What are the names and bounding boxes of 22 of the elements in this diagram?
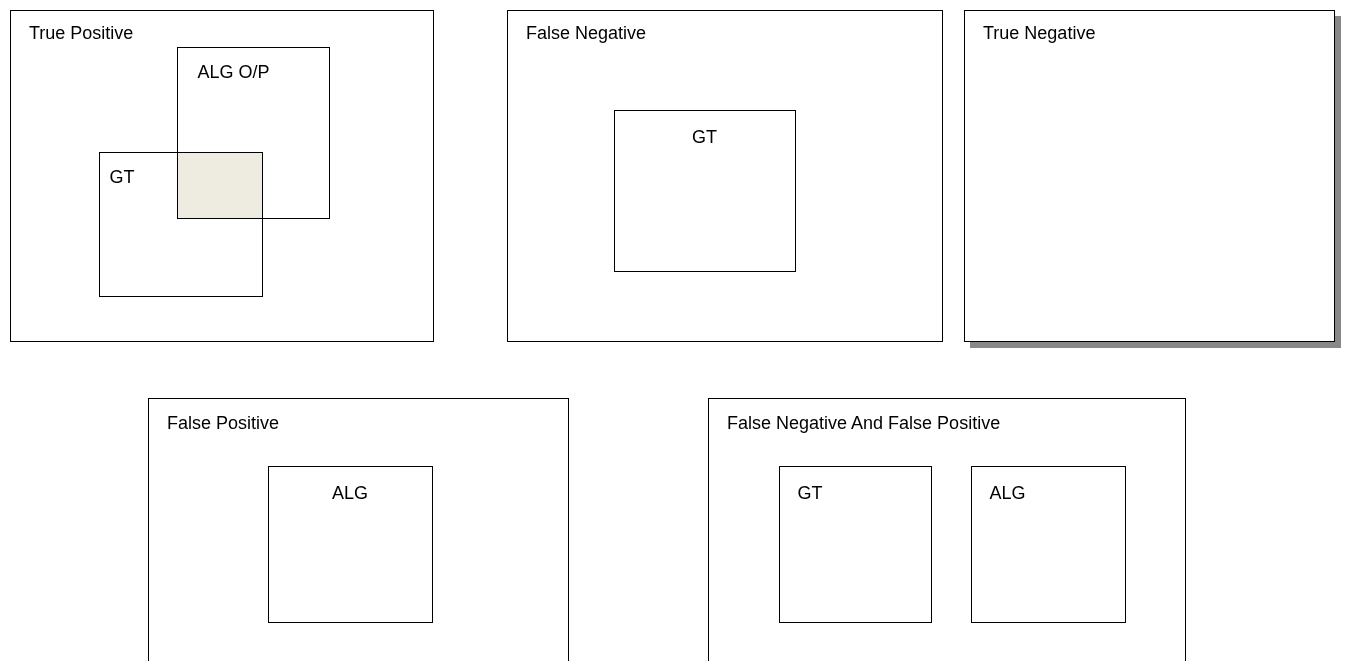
panel-frame <box>10 10 434 342</box>
region-label: ALG <box>331 482 369 504</box>
region-box <box>970 465 1126 623</box>
panel-title: True Positive <box>29 23 134 44</box>
panel-title: False Positive <box>167 413 280 434</box>
region-box <box>98 151 263 297</box>
region-label: ALG <box>989 482 1026 504</box>
region-box <box>613 109 796 272</box>
panel-frame <box>148 398 569 661</box>
panel-frame <box>507 10 943 342</box>
panel-title: False Negative And False Positive <box>727 413 1001 434</box>
panel-frame <box>708 398 1186 661</box>
region-box <box>267 465 433 623</box>
region-label: GT <box>109 166 135 188</box>
panel-title: True Negative <box>983 23 1096 44</box>
region-box <box>176 46 330 219</box>
region-label: GT <box>797 482 823 504</box>
panel-title: False Negative <box>526 23 647 44</box>
region-label: ALG O/P <box>197 61 270 83</box>
overlap-region <box>177 152 263 219</box>
region-label: GT <box>691 126 718 148</box>
region-box <box>778 465 932 623</box>
